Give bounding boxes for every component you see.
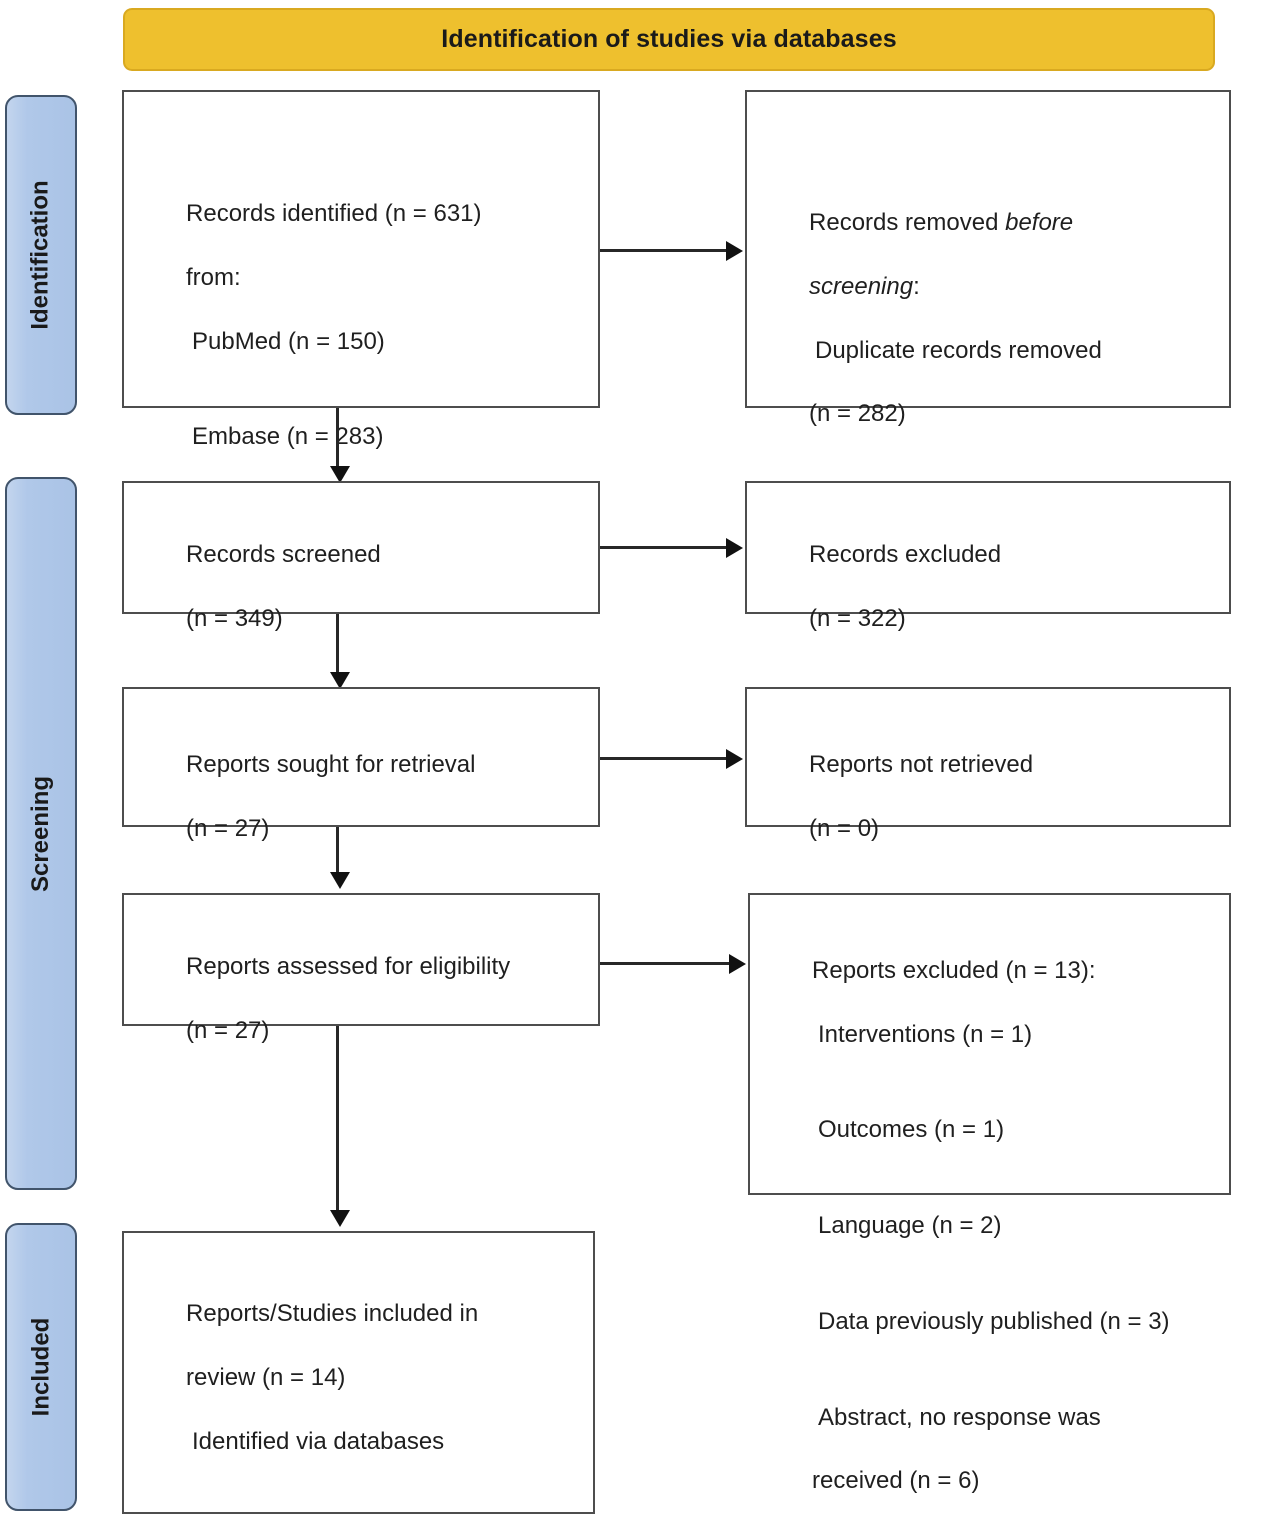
- arrowhead-screened-to-excluded: [726, 538, 743, 558]
- stage-label-included: Included: [27, 1317, 55, 1417]
- included-studies-text: Reports/Studies included in review (n = …: [146, 1266, 583, 1518]
- included-studies-line2: review (n = 14): [186, 1363, 346, 1391]
- box-reports-assessed: Reports assessed for eligibility (n = 27…: [122, 893, 600, 1044]
- reports-sought-text: Reports sought for retrieval (n = 27): [146, 717, 588, 877]
- reports-excluded-reason-abstract: Abstract, no response was: [818, 1403, 1101, 1431]
- reports-excluded-reason-data-published: Data previously published (n = 3): [818, 1307, 1170, 1335]
- reports-sought-line2: (n = 27): [186, 814, 270, 842]
- included-studies-via-databases-label: Identified via databases: [192, 1427, 445, 1455]
- connector-sought-to-assessed: [336, 827, 339, 876]
- records-identified-line1: Records identified (n = 631): [186, 199, 482, 227]
- box-included-studies: Reports/Studies included in review (n = …: [122, 1231, 595, 1514]
- records-identified-source-pubmed: PubMed (n = 150): [192, 327, 385, 355]
- reports-assessed-line2: (n = 27): [186, 1016, 270, 1044]
- reports-excluded-reason-interventions: Interventions (n = 1): [818, 1020, 1033, 1048]
- records-removed-italic-before: before: [1005, 208, 1074, 236]
- arrowhead-sought-to-not-retrieved: [726, 749, 743, 769]
- arrowhead-assessed-to-excluded: [729, 954, 746, 974]
- box-reports-sought: Reports sought for retrieval (n = 27): [122, 687, 600, 842]
- records-screened-line2: (n = 349): [186, 604, 283, 632]
- connector-sought-to-not-retrieved: [600, 757, 728, 760]
- connector-identified-to-removed: [600, 249, 728, 252]
- records-removed-italic-screening: screening: [809, 272, 914, 300]
- reports-excluded-reason-abstract-cont: received (n = 6): [812, 1467, 980, 1495]
- connector-assessed-to-excluded: [600, 962, 730, 965]
- arrowhead-identified-to-removed: [726, 241, 743, 261]
- reports-excluded-header: Reports excluded (n = 13):: [812, 956, 1096, 984]
- connector-screened-to-sought: [336, 614, 339, 676]
- arrowhead-assessed-to-included: [330, 1210, 350, 1227]
- arrowhead-screened-to-sought: [330, 672, 350, 689]
- arrowhead-identified-to-screened: [330, 466, 350, 483]
- stage-bar-included: Included: [5, 1223, 77, 1511]
- arrowhead-sought-to-assessed: [330, 872, 350, 889]
- box-reports-excluded-detail: Reports excluded (n = 13): Interventions…: [748, 893, 1231, 1494]
- reports-sought-line1: Reports sought for retrieval: [186, 750, 476, 778]
- records-removed-text: Records removed before screening: Duplic…: [769, 175, 1219, 462]
- connector-identified-to-screened: [336, 408, 339, 470]
- reports-not-retrieved-line1: Reports not retrieved: [809, 750, 1034, 778]
- included-studies-line1: Reports/Studies included in: [186, 1299, 479, 1327]
- identification-banner: Identification of studies via databases: [123, 8, 1215, 71]
- records-identified-source-embase: Embase (n = 283): [192, 423, 384, 451]
- stage-label-screening: Screening: [27, 775, 55, 892]
- banner-title: Identification of studies via databases: [441, 25, 897, 53]
- records-removed-duplicate-label: Duplicate records removed: [815, 336, 1102, 364]
- connector-assessed-to-included: [336, 1026, 339, 1214]
- records-excluded-line1: Records excluded: [809, 540, 1002, 568]
- connector-screened-to-excluded: [600, 546, 728, 549]
- reports-excluded-reason-language: Language (n = 2): [818, 1212, 1002, 1240]
- box-records-excluded: Records excluded (n = 322): [745, 481, 1231, 632]
- reports-not-retrieved-text: Reports not retrieved (n = 0): [769, 717, 1219, 877]
- box-records-screened: Records screened (n = 349): [122, 481, 600, 632]
- box-reports-not-retrieved: Reports not retrieved (n = 0): [745, 687, 1231, 842]
- stage-bar-screening: Screening: [5, 477, 77, 1190]
- records-removed-duplicate-count: (n = 282): [809, 400, 906, 428]
- records-removed-line1: Records removed: [809, 208, 1006, 236]
- reports-excluded-reason-outcomes: Outcomes (n = 1): [818, 1116, 1005, 1144]
- records-identified-line2: from:: [186, 263, 241, 291]
- reports-assessed-text: Reports assessed for eligibility (n = 27…: [146, 919, 588, 1079]
- box-records-identified: Records identified (n = 631) from: PubMe…: [122, 90, 600, 546]
- reports-assessed-line1: Reports assessed for eligibility: [186, 952, 511, 980]
- records-screened-line1: Records screened: [186, 540, 381, 568]
- stage-bar-identification: Identification: [5, 95, 77, 415]
- box-records-removed: Records removed before screening: Duplic…: [745, 90, 1231, 427]
- reports-not-retrieved-line2: (n = 0): [809, 814, 880, 842]
- stage-label-identification: Identification: [27, 180, 54, 330]
- records-removed-colon: :: [913, 272, 920, 300]
- records-excluded-line2: (n = 322): [809, 604, 906, 632]
- records-excluded-text: Records excluded (n = 322): [769, 507, 1219, 667]
- reports-excluded-detail-text: Reports excluded (n = 13): Interventions…: [772, 923, 1219, 1518]
- records-screened-text: Records screened (n = 349): [146, 507, 588, 667]
